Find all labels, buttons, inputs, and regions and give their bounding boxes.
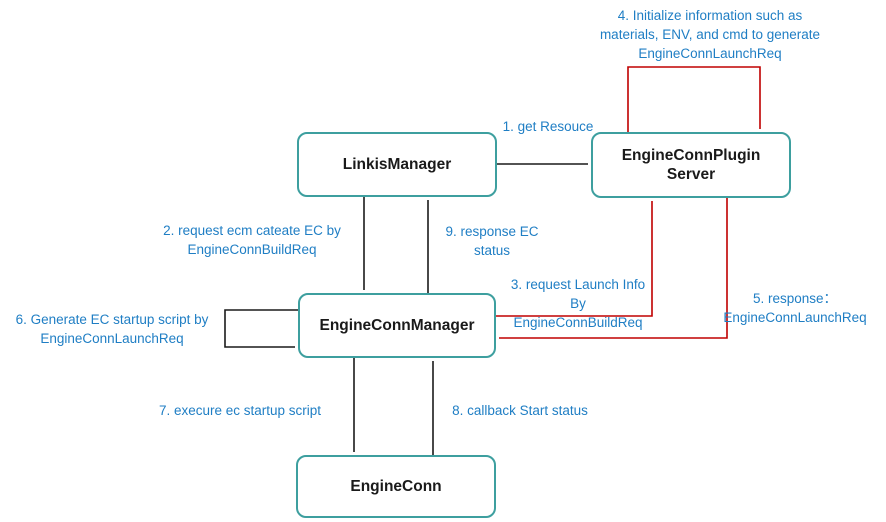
node-linkis-manager: LinkisManager [297, 132, 497, 197]
label-step-1-get-resource: 1. get Resouce [502, 119, 594, 134]
label-step-4-initialize-information: 4. Initialize information such as materi… [599, 8, 821, 61]
label-step-7-execute-startup-script: 7. execure ec startup script [158, 403, 322, 418]
label-step-6-generate-startup-script: 6. Generate EC startup script by EngineC… [15, 312, 209, 346]
label-step-9-response-ec-status: 9. response EC status [445, 224, 539, 258]
label-step-2-request-ecm-create-ec: 2. request ecm cateate EC by EngineConnB… [163, 223, 341, 257]
edge-self-loop-generate-startup-script [224, 309, 298, 348]
edge-response-launch-req [499, 198, 728, 339]
label-step-5-response-launch-req: 5. response： EngineConnLaunchReq [723, 291, 867, 325]
edge-self-loop-initialize-launch-req [627, 66, 761, 132]
node-engine-conn-manager: EngineConnManager [298, 293, 496, 358]
node-engine-conn-plugin-server: EngineConnPlugin Server [591, 132, 791, 198]
edge-request-launch-info [496, 201, 653, 317]
node-engine-conn: EngineConn [296, 455, 496, 518]
label-step-8-callback-start-status: 8. callback Start status [452, 403, 588, 418]
label-step-3-request-launch-info: 3. request Launch Info By EngineConnBuil… [510, 277, 646, 330]
